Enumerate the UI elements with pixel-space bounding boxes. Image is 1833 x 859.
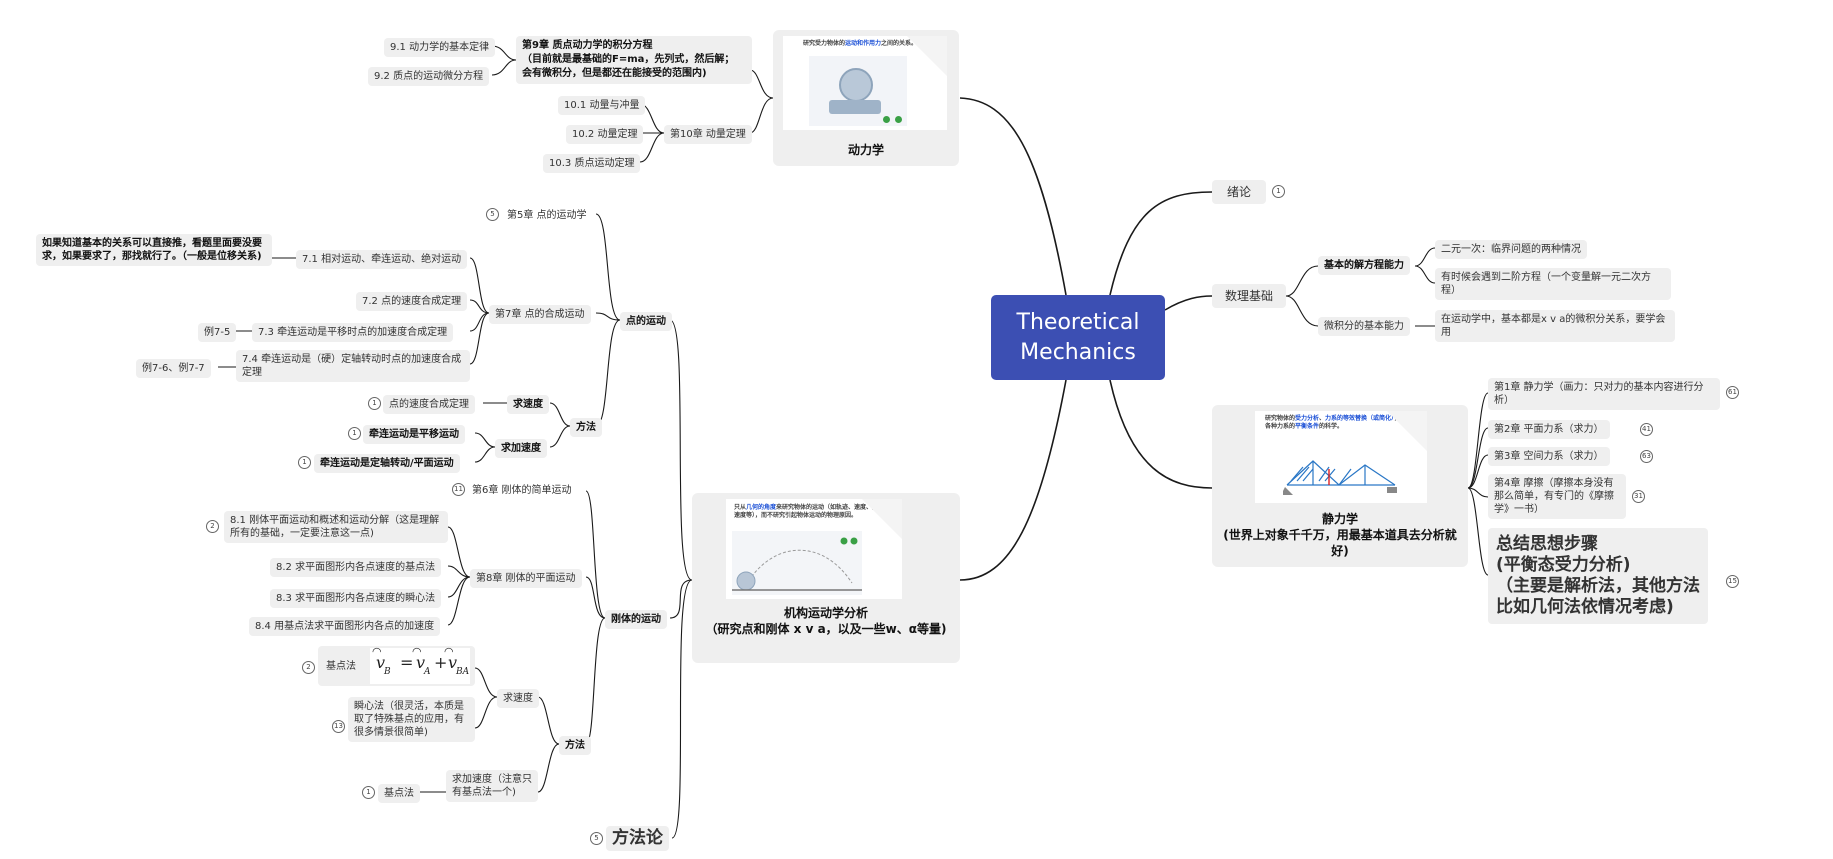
topic-count-badge[interactable]: 5 — [486, 208, 499, 221]
link-root-kinematics — [959, 379, 1067, 581]
topic-chapter-10[interactable]: 第10章 动量定理 — [664, 125, 752, 144]
topic-calculus-detail[interactable]: 在运动学中，基本都是x v a的微积分关系，要学会用 — [1435, 310, 1675, 342]
statics-title-block: 静力学 (世界上对象千千万，用最基本道具去分析就好) — [1218, 511, 1462, 559]
topic-point-velocity[interactable]: 求速度 — [507, 395, 549, 414]
topic-calculus[interactable]: 微积分的基本能力 — [1318, 317, 1410, 336]
topic-solve-item-1[interactable]: 二元一次：临界问题的两种情况 — [1435, 240, 1587, 259]
topic-accel-rotation[interactable]: 牵连运动是定轴转动/平面运动 — [314, 454, 460, 473]
topic-rigid-acceleration[interactable]: 求加速度（注意只有基点法一个) — [446, 770, 538, 802]
kinematics-illustration — [732, 531, 862, 595]
topic-count-badge[interactable]: 1 — [368, 397, 381, 410]
topic-chapter-8[interactable]: 第8章 刚体的平面运动 — [470, 569, 582, 588]
statics-chapter-4[interactable]: 第4章 摩擦（摩擦本身没有那么简单，有专门的《摩擦学》一书） — [1488, 474, 1626, 519]
dynamics-illustration — [809, 56, 907, 126]
topic-count-badge[interactable]: 63 — [1640, 450, 1653, 463]
link-root-math — [1164, 295, 1213, 311]
topic-count-badge[interactable]: 2 — [302, 661, 315, 674]
statics-chapter-3[interactable]: 第3章 空间力系（求力） — [1488, 447, 1610, 466]
link-root-statics — [1109, 379, 1213, 489]
statics-chapter-1[interactable]: 第1章 静力学（画力：只对力的基本内容进行分析） — [1488, 378, 1720, 410]
kinematics-title-block: 机构运动学分析 （研究点和刚体 x v a，以及一些w、α等量) — [700, 605, 952, 637]
root-title-line1: Theoretical — [1016, 309, 1140, 335]
topic-rigid-method[interactable]: 方法 — [559, 736, 591, 755]
statics-chapter-2[interactable]: 第2章 平面力系（求力） — [1488, 420, 1610, 439]
topic-chapter-5[interactable]: 第5章 点的运动学 — [507, 210, 587, 221]
topic-10-2[interactable]: 10.2 动量定理 — [566, 125, 644, 144]
topic-solve-item-2[interactable]: 有时候会遇到二阶方程（一个变量解一元二次方程） — [1435, 268, 1671, 300]
topic-8-1[interactable]: 8.1 刚体平面运动和概述和运动分解（这是理解所有的基础，一定要注意这一点) — [224, 511, 448, 543]
topic-point-method[interactable]: 方法 — [570, 418, 602, 437]
topic-10-3[interactable]: 10.3 质点运动定理 — [543, 154, 641, 173]
topic-count-badge[interactable]: 5 — [590, 832, 603, 845]
statics-thumbnail: 研究物体的受力分析、力系的等效替换（或简化），建立各种力系的平衡条件的科学。 — [1255, 411, 1427, 503]
topic-9-1[interactable]: 9.1 动力学的基本定律 — [384, 38, 496, 57]
topic-count-badge[interactable]: 1 — [298, 456, 311, 469]
topic-7-4[interactable]: 7.4 牵连运动是（硬）定轴转动时点的加速度合成定理 — [236, 350, 470, 382]
topic-count-badge[interactable]: 1 — [362, 786, 375, 799]
topic-7-2[interactable]: 7.2 点的速度合成定理 — [356, 292, 468, 311]
kinematics-thumbnail: 只从几何的角度来研究物体的运动（如轨迹、速度、加速度等），而不研究引起物体运动的… — [726, 499, 902, 599]
topic-base-point-velocity[interactable]: 基点法 v B = v A + v BA ◠ ◠ ◠ — [318, 645, 475, 686]
topic-count-badge[interactable]: 1 — [1272, 185, 1285, 198]
topic-8-2[interactable]: 8.2 求平面图形内各点速度的基点法 — [270, 558, 442, 577]
topic-solve-equations[interactable]: 基本的解方程能力 — [1318, 256, 1410, 275]
note-7-1[interactable]: 如果知道基本的关系可以直接推，看题里面要没要求，如果要求了，那找就行了。（一般是… — [36, 234, 272, 266]
topic-chapter-7[interactable]: 第7章 点的合成运动 — [489, 305, 591, 324]
topic-count-badge[interactable]: 41 — [1640, 423, 1653, 436]
topic-base-point-accel[interactable]: 基点法 — [378, 784, 420, 803]
topic-count-badge[interactable]: 2 — [206, 520, 219, 533]
topic-rigid-velocity[interactable]: 求速度 — [497, 689, 539, 708]
topic-rigid-motion[interactable]: 刚体的运动 — [605, 610, 667, 629]
topic-count-badge[interactable]: 11 — [452, 483, 465, 496]
statics-subtitle: (世界上对象千千万，用最基本道具去分析就好) — [1223, 528, 1457, 558]
topic-point-motion[interactable]: 点的运动 — [620, 312, 672, 331]
topic-accel-translation[interactable]: 牵连运动是平移运动 — [363, 425, 465, 444]
truss-illustration — [1283, 460, 1397, 495]
topic-point-acceleration[interactable]: 求加速度 — [495, 439, 547, 458]
topic-statics[interactable]: 研究物体的受力分析、力系的等效替换（或简化），建立各种力系的平衡条件的科学。 静… — [1212, 405, 1468, 567]
topic-8-3[interactable]: 8.3 求平面图形内各点速度的瞬心法 — [270, 589, 442, 608]
topic-count-badge[interactable]: 13 — [332, 720, 345, 733]
topic-10-1[interactable]: 10.1 动量与冲量 — [558, 96, 646, 115]
topic-instant-center[interactable]: 瞬心法（很灵活，本质是取了特殊基点的应用，有很多情景很简单) — [348, 697, 475, 742]
topic-chapter-6[interactable]: 第6章 刚体的简单运动 — [472, 485, 572, 496]
topic-chapter-9[interactable]: 第9章 质点动力学的积分方程 （目前就是最基础的F=ma，先列式，然后解； 会有… — [516, 36, 752, 84]
topic-count-badge[interactable]: 1 — [348, 427, 361, 440]
topic-9-2[interactable]: 9.2 质点的运动微分方程 — [368, 67, 490, 86]
dynamics-thumbnail: 研究受力物体的运动和作用力之间的关系。 — [783, 36, 947, 130]
example-7-5[interactable]: 例7-5 — [198, 323, 237, 342]
kinematics-title: 机构运动学分析 — [783, 606, 868, 620]
statics-title: 静力学 — [1321, 512, 1358, 526]
topic-count-badge[interactable]: 31 — [1632, 490, 1645, 503]
link-root-dynamics — [959, 97, 1067, 296]
kinematics-subtitle: （研究点和刚体 x v a，以及一些w、α等量) — [705, 622, 947, 636]
root-title-line2: Mechanics — [1020, 339, 1136, 365]
topic-methodology[interactable]: 方法论 — [606, 826, 669, 851]
link-root-intro — [1109, 191, 1213, 296]
dynamics-title: 动力学 — [847, 143, 884, 157]
topic-dynamics[interactable]: 研究受力物体的运动和作用力之间的关系。 动力学 — [773, 30, 959, 166]
topic-count-badge[interactable]: 15 — [1726, 575, 1739, 588]
topic-kinematics[interactable]: 只从几何的角度来研究物体的运动（如轨迹、速度、加速度等），而不研究引起物体运动的… — [692, 493, 960, 663]
statics-summary[interactable]: 总结思想步骤 (平衡态受力分析) （主要是解析法，其他方法比如几何法依情况考虑) — [1488, 528, 1708, 624]
topic-point-velocity-theorem[interactable]: 点的速度合成定理 — [383, 395, 475, 414]
topic-math-basics[interactable]: 数理基础 — [1212, 284, 1286, 308]
topic-7-1[interactable]: 7.1 相对运动、牵连运动、绝对运动 — [296, 250, 468, 269]
topic-7-3[interactable]: 7.3 牵连运动是平移时点的加速度合成定理 — [252, 323, 454, 342]
topic-intro[interactable]: 绪论 — [1212, 180, 1266, 204]
root-topic[interactable]: Theoretical Mechanics — [991, 295, 1165, 380]
topic-count-badge[interactable]: 61 — [1726, 386, 1739, 399]
example-7-6-7-7[interactable]: 例7-6、例7-7 — [136, 359, 211, 378]
velocity-formula: v B = v A + v BA ◠ ◠ ◠ — [370, 645, 470, 684]
topic-8-4[interactable]: 8.4 用基点法求平面图形内各点的加速度 — [249, 617, 441, 636]
